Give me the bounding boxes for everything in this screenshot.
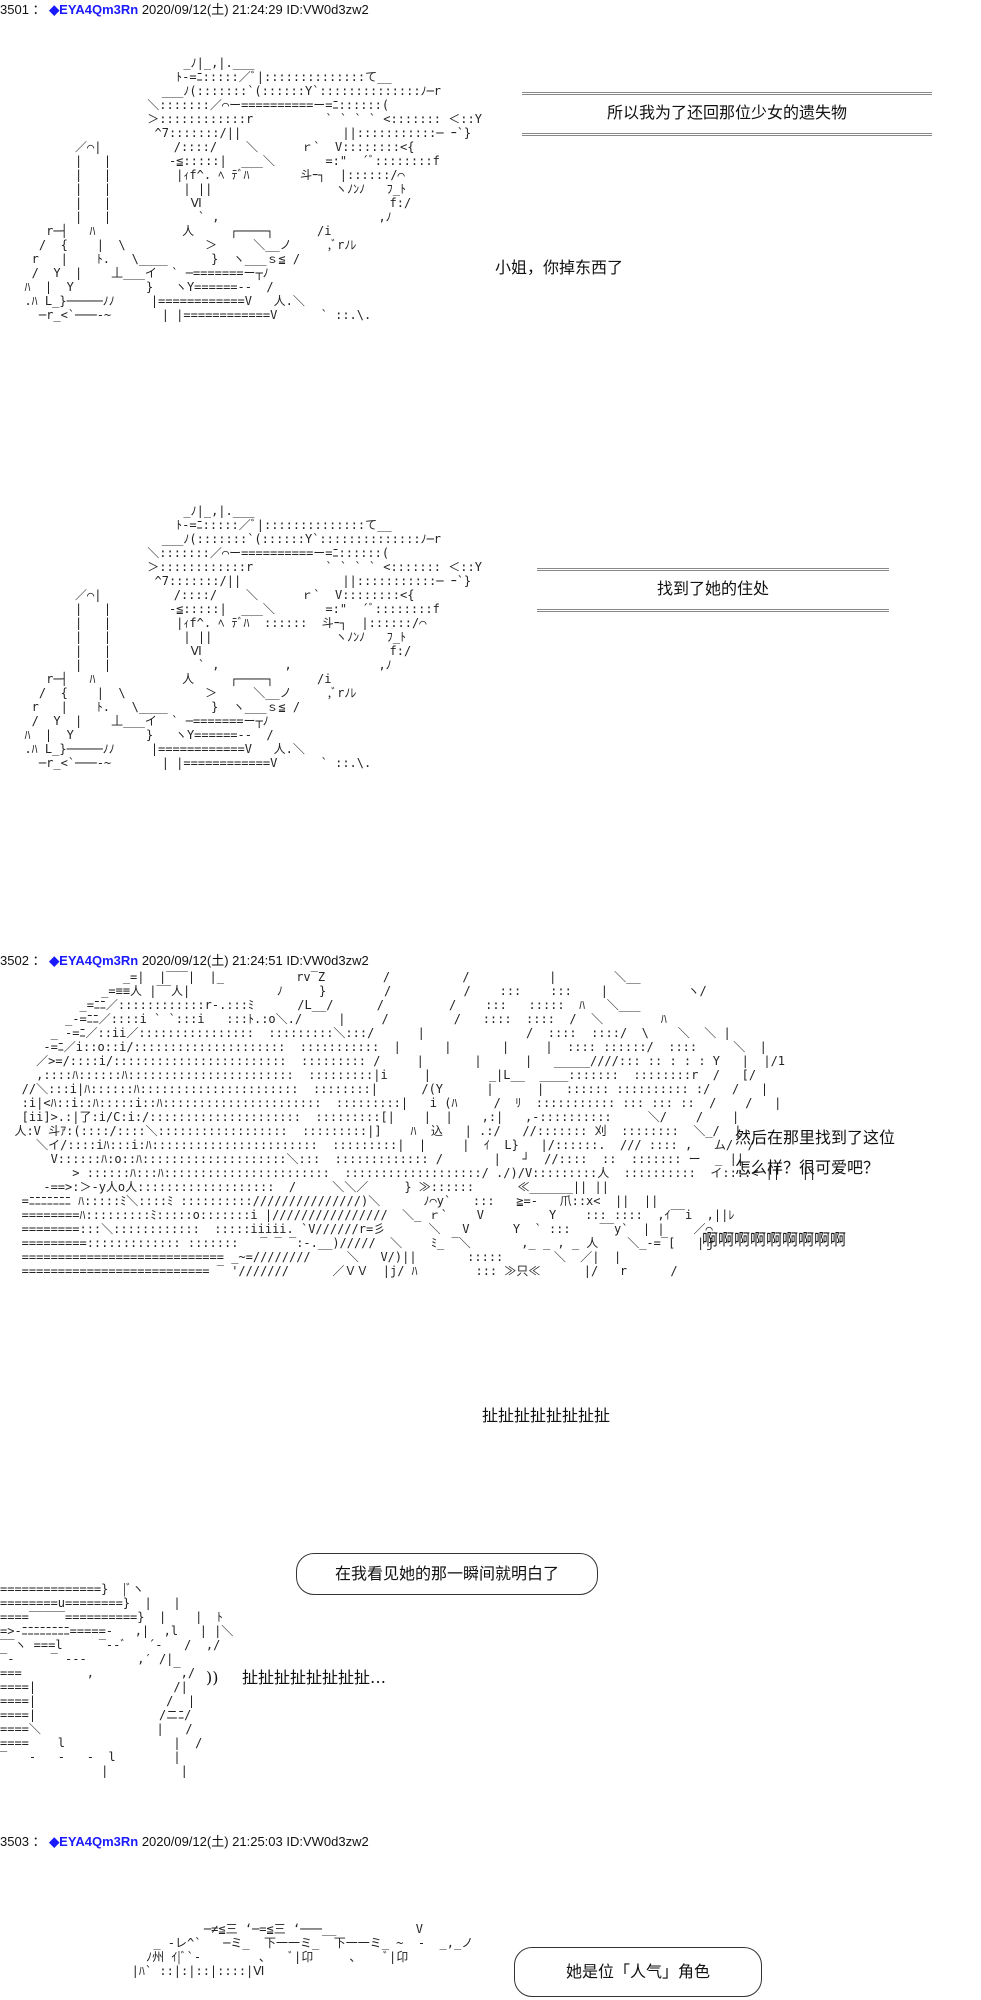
post-separator: ：: [32, 2, 46, 17]
scream-text: 啊啊啊啊啊啊啊啊啊: [702, 1230, 847, 1249]
narration-box-2: 找到了她的住处: [537, 568, 889, 612]
narration-text: 所以我为了还回那位少女的遗失物: [606, 103, 847, 122]
caption-text: 在我看见她的那一瞬间就明白了: [334, 1564, 559, 1583]
post-number: 3502: [0, 953, 29, 968]
post-timestamp: 2020/09/12(土) 21:24:51: [141, 953, 283, 968]
rounded-caption-1: 在我看见她的那一瞬间就明白了: [296, 1553, 598, 1595]
post-separator: ：: [32, 953, 46, 968]
post-header-3501: 3501 ： ◆EYA4Qm3Rn 2020/09/12(土) 21:24:29…: [0, 2, 369, 18]
poster-name-link[interactable]: ◆EYA4Qm3Rn: [49, 1834, 139, 1849]
caption-text: 她是位「人气」角色: [565, 1962, 710, 1981]
post-header-3503: 3503 ： ◆EYA4Qm3Rn 2020/09/12(土) 21:25:03…: [0, 1834, 369, 1850]
ascii-art-man-pointing-2: _ﾉ|_,|.___ ﾄ-=ﾆ:::::／ﾞ|::::::::::::::て__…: [24, 504, 482, 770]
post-id: ID:VW0d3zw2: [286, 1834, 369, 1849]
post-separator: ：: [32, 1834, 46, 1849]
sfx-text-2: 扯扯扯扯扯扯扯扯…: [242, 1668, 387, 1687]
speech-line-1: 小姐，你掉东西了: [495, 258, 624, 277]
poster-name-link[interactable]: ◆EYA4Qm3Rn: [49, 953, 139, 968]
post-id: ID:VW0d3zw2: [286, 953, 369, 968]
poster-name-link[interactable]: ◆EYA4Qm3Rn: [49, 2, 139, 17]
rounded-caption-2: 她是位「人气」角色: [514, 1947, 762, 1997]
post-header-3502: 3502 ： ◆EYA4Qm3Rn 2020/09/12(土) 21:24:51…: [0, 953, 369, 969]
dialogue-line-2: 怎么样？很可爱吧？: [735, 1158, 880, 1177]
narration-box-1: 所以我为了还回那位少女的遗失物: [522, 92, 932, 136]
post-timestamp: 2020/09/12(土) 21:25:03: [141, 1834, 283, 1849]
post-timestamp: 2020/09/12(土) 21:24:29: [141, 2, 283, 17]
narration-text: 找到了她的住处: [656, 579, 769, 598]
ascii-art-man-pointing-1: _ﾉ|_,|.___ ﾄ-=ﾆ:::::／ﾞ|::::::::::::::て__…: [24, 56, 482, 322]
post-number: 3503: [0, 1834, 29, 1849]
dialogue-line-1: 然后在那里找到了这位: [735, 1128, 896, 1147]
ascii-art-bottom-fragment: ─≠≦三 ‘─=≦三 ‘───__ V _ -レ^` ─ミ_ 下一一ミ_ 下一一…: [131, 1922, 474, 1978]
ascii-art-hand-closeup: ==============} |ﾞヽ ========u========} |…: [0, 1582, 234, 1778]
sfx-text-1: 扯扯扯扯扯扯扯扯: [482, 1406, 611, 1425]
paren-mark: )): [206, 1668, 219, 1687]
post-id: ID:VW0d3zw2: [286, 2, 369, 17]
ascii-art-girl-scene: _=| |‾‾‾| |_ rv‾Z / / | ＼__ _=≡≡人 |‾‾人| …: [14, 970, 817, 1278]
post-number: 3501: [0, 2, 29, 17]
